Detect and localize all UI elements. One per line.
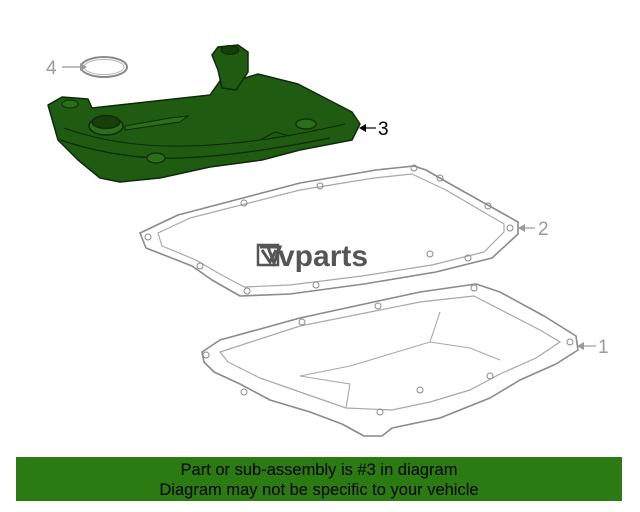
transmission-filter-icon[interactable] [47,44,361,183]
pan-gasket-icon[interactable] [139,164,519,297]
callout-2-number: 2 [538,219,549,240]
o-ring-seal-icon[interactable] [80,56,128,78]
oil-pan-icon[interactable] [201,283,579,437]
watermark-text: vparts [278,240,368,273]
banner-line-2: Diagram may not be specific to your vehi… [159,481,479,499]
banner-line-1: Part or sub-assembly is #3 in diagram [180,461,458,479]
callout-1-number: 1 [598,337,609,358]
vparts-logo-icon [256,243,283,268]
parts-diagram: 4 3 [46,44,609,437]
callout-3-number: 3 [378,119,389,140]
callout-4: 4 [46,58,87,79]
callout-2: 2 [518,219,549,240]
callout-1: 1 [577,337,609,358]
callout-3: 3 [359,119,389,140]
info-banner: Part or sub-assembly is #3 in diagram Di… [16,457,622,501]
watermark-logo: vparts [256,240,368,273]
callout-4-number: 4 [46,58,57,79]
